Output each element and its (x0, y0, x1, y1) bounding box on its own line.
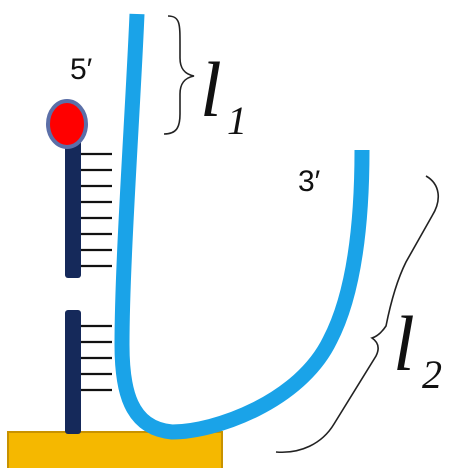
target-strand (114, 13, 370, 440)
l2-subscript: 2 (422, 352, 442, 397)
five-prime-label: 5′ (70, 53, 93, 86)
l1-brace (163, 15, 195, 135)
three-prime-label: 3′ (298, 165, 321, 198)
l2-brace (275, 175, 439, 454)
base-pair-rungs (81, 152, 112, 392)
l1-label: l (200, 46, 222, 133)
l1-subscript: 1 (227, 98, 247, 143)
probe-strand-upper (65, 140, 81, 278)
fluorophore-dot (46, 99, 88, 149)
probe-strand-lower (65, 310, 81, 434)
l2-label: l (393, 300, 415, 387)
